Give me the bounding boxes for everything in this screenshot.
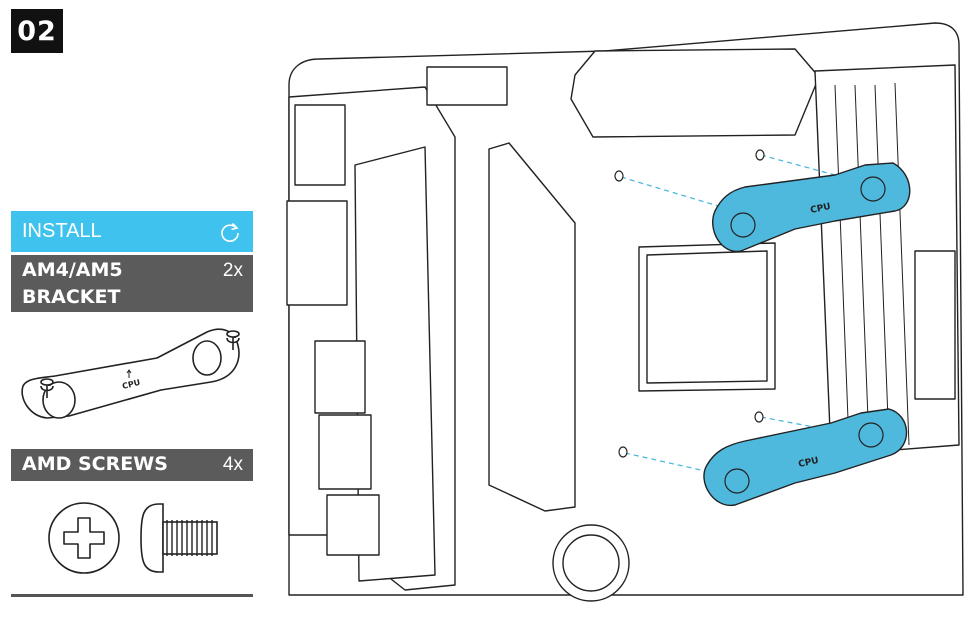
install-label: INSTALL — [22, 220, 102, 242]
motherboard-illustration: CPU CPU — [286, 22, 964, 602]
vrm-heatsink-side — [488, 142, 576, 512]
bracket-cpu-text: CPU — [121, 378, 141, 391]
step-number-badge: 02 — [11, 9, 63, 53]
bracket-name-line2: BRACKET — [22, 286, 121, 308]
bracket-part-icon: CPU — [21, 328, 240, 419]
panel-bottom-rule — [11, 594, 253, 597]
screws-quantity: 4x — [222, 454, 243, 475]
refresh-arrow-icon — [218, 220, 242, 244]
bottom-bracket-cpu-text: CPU — [798, 456, 820, 470]
bracket-bottom — [703, 408, 908, 506]
eps-connector — [426, 66, 508, 106]
top-bracket-cpu-text: CPU — [810, 202, 832, 216]
screws-part-name: AMD SCREWS — [22, 453, 168, 475]
atx-24pin — [914, 250, 956, 400]
install-header: INSTALL — [11, 211, 253, 252]
bracket-top — [712, 162, 911, 252]
bracket-name-line1: AM4/AM5 — [22, 259, 123, 281]
bracket-part-name: AM4/AM5 BRACKET — [22, 257, 123, 311]
screws-part-header: AMD SCREWS 4x — [11, 449, 253, 481]
screw-head-icon — [48, 502, 120, 574]
screw-side-icon — [140, 503, 218, 573]
vrm-heatsink-top — [570, 48, 820, 138]
bracket-quantity: 2x — [222, 260, 243, 281]
bracket-part-header: AM4/AM5 BRACKET 2x — [11, 255, 253, 312]
